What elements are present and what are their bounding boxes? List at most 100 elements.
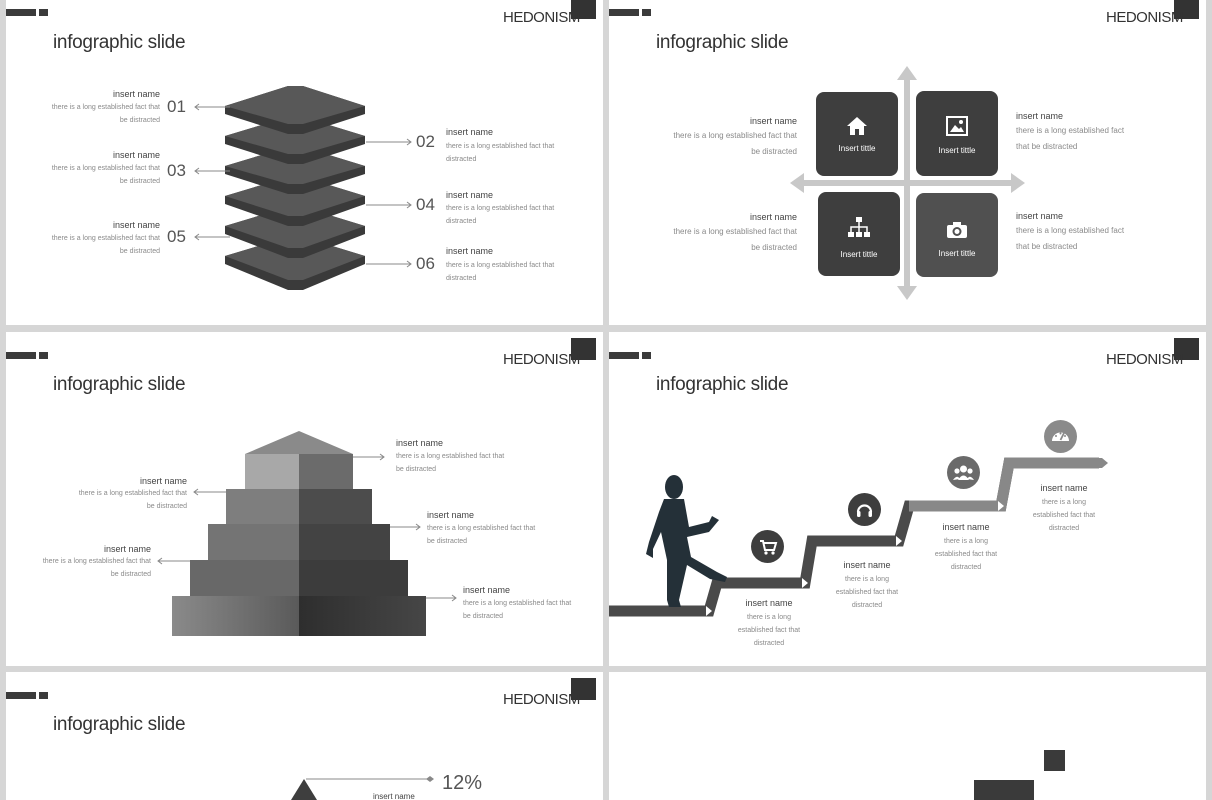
item-name: insert name [103, 544, 151, 554]
step-number: 01 [167, 97, 186, 116]
step-name: insert name [745, 598, 793, 608]
slide-6[interactable] [609, 672, 1206, 800]
item-name: insert name [446, 190, 494, 200]
brand-square [571, 0, 596, 19]
cart-icon [760, 540, 778, 555]
item-name: insert name [396, 438, 444, 448]
brand-square [1174, 338, 1199, 360]
step-name: insert name [942, 522, 990, 532]
connector-lines [194, 103, 412, 268]
connector-lines [157, 453, 457, 602]
brand-logo: HEDONISM [1106, 9, 1183, 26]
decor-square-large [974, 780, 1034, 800]
item-name: insert name [463, 585, 511, 595]
camera-icon [947, 222, 967, 238]
header-bar-small [39, 692, 48, 699]
tile-camera[interactable]: Insert tittle [916, 193, 998, 277]
step-icon-circle [848, 493, 881, 526]
item-name: insert name [1016, 111, 1064, 121]
brand-logo: HEDONISM [1106, 351, 1183, 368]
step-icon-circle [1044, 420, 1077, 453]
stepped-pyramid-graphic [157, 431, 457, 636]
slide-title: infographic slide [53, 374, 186, 395]
item-name: insert name [139, 476, 187, 486]
slide-title: infographic slide [656, 32, 789, 53]
decor-square-small [1044, 750, 1065, 771]
step-number: 02 [416, 132, 435, 151]
header-bar-small [642, 9, 651, 16]
item-name: insert name [446, 246, 494, 256]
headset-icon [856, 504, 873, 517]
slide-2[interactable]: HEDONISM infographic slide Insert tittle… [609, 0, 1206, 325]
tile-label: Insert tittle [938, 249, 976, 258]
slide-5[interactable]: HEDONISM infographic slide 12% insert na… [6, 672, 603, 800]
header-bar-small [642, 352, 651, 359]
slide-1[interactable]: HEDONISM infographic slide [6, 0, 603, 325]
header-bar-small [39, 352, 48, 359]
slide-4[interactable]: HEDONISM infographic slide [609, 332, 1206, 666]
layer-4 [225, 177, 365, 226]
item-name: insert name [749, 212, 797, 222]
slide-title: infographic slide [53, 714, 186, 735]
layer-2 [225, 117, 365, 164]
brand-square [571, 338, 596, 360]
item-name: insert name [446, 127, 494, 137]
item-name: insert name [373, 792, 415, 800]
item-name: insert name [112, 150, 160, 160]
brand-logo: HEDONISM [503, 691, 580, 708]
gauge-icon [1052, 432, 1069, 441]
tile-label: Insert tittle [840, 250, 878, 259]
brand-square [571, 678, 596, 700]
tile-sitemap[interactable]: Insert tittle [818, 192, 900, 276]
tile-label: Insert tittle [838, 144, 876, 153]
step-number: 06 [416, 254, 435, 273]
tile-home[interactable]: Insert tittle [816, 92, 898, 176]
slide-title: infographic slide [53, 32, 186, 53]
item-name: insert name [427, 510, 475, 520]
step-icon-circle [751, 530, 784, 563]
brand-square [1174, 0, 1199, 19]
header-bar [6, 692, 36, 699]
stair-path-graphic [609, 457, 1108, 617]
climbing-person-silhouette [646, 475, 727, 607]
brand-logo: HEDONISM [503, 9, 580, 26]
layer-6 [225, 237, 365, 290]
group-icon [953, 465, 974, 480]
header-bar [6, 9, 36, 16]
layer-3 [225, 147, 365, 194]
layer-5 [225, 207, 365, 258]
step-name: insert name [1040, 483, 1088, 493]
stacked-layers-graphic [194, 86, 412, 290]
step-name: insert name [843, 560, 891, 570]
step-number: 03 [167, 161, 186, 180]
header-bar-small [39, 9, 48, 16]
pyramid-percent-graphic [291, 776, 434, 800]
slide-3[interactable]: HEDONISM infographic slide [6, 332, 603, 666]
layer-1 [225, 86, 365, 134]
slide-title: infographic slide [656, 374, 789, 395]
tile-label: Insert tittle [938, 146, 976, 155]
item-name: insert name [112, 89, 160, 99]
header-bar [609, 352, 639, 359]
header-bar [609, 9, 639, 16]
tile-image[interactable]: Insert tittle [916, 91, 998, 176]
home-icon [847, 117, 867, 135]
item-name: insert name [749, 116, 797, 126]
